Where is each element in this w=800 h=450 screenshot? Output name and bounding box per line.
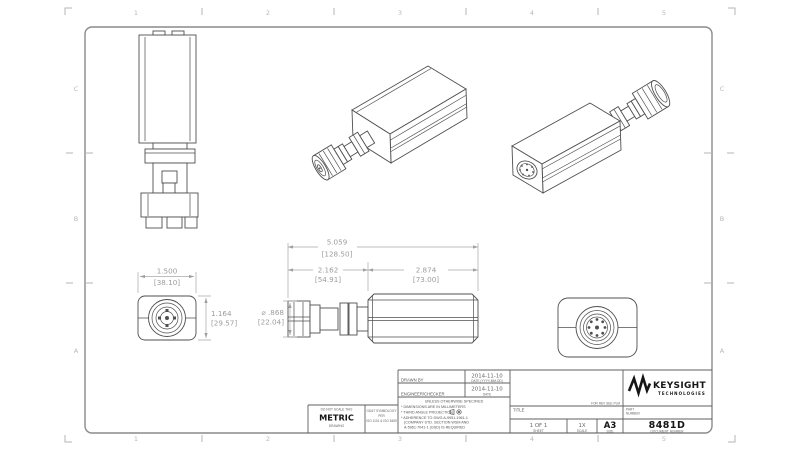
dim-front-mm: [54.91] bbox=[315, 275, 341, 284]
dim-body-mm: [73.00] bbox=[413, 275, 439, 284]
part-number-label-1: PART bbox=[626, 408, 634, 412]
dim-width-inch: 1.500 bbox=[157, 267, 178, 276]
document-number-label: DOCUMENT NUMBER bbox=[650, 429, 684, 433]
grid-references: 1 2 3 4 5 1 2 3 4 5 C B A C B A bbox=[74, 9, 725, 443]
dim-connector-dia-mm: [22.04] bbox=[258, 318, 284, 327]
gdt-line3: ISO 1101 & ISO 5459 bbox=[366, 419, 397, 423]
gdt-line2: PER bbox=[378, 414, 385, 418]
engineer-date-label: DATE bbox=[483, 393, 491, 397]
zone-ticks bbox=[66, 8, 734, 442]
front-view-vertical bbox=[138, 30, 199, 229]
scale-label: SCALE bbox=[577, 429, 587, 433]
grid-row-label: B bbox=[74, 215, 78, 223]
iso-view-connector-end bbox=[311, 65, 468, 181]
trim-mark-top-right bbox=[728, 7, 736, 15]
grid-col-label: 2 bbox=[266, 9, 270, 17]
do-not-scale-bottom: DRAWING bbox=[329, 424, 345, 428]
rev-note: FOR REV SEE PLM bbox=[591, 402, 620, 406]
keysight-spark-icon bbox=[627, 372, 652, 398]
size-label: SIZE bbox=[606, 429, 613, 433]
size-value: A3 bbox=[604, 421, 617, 431]
brand-name: KEYSIGHT bbox=[653, 381, 706, 391]
grid-col-label: 1 bbox=[134, 435, 138, 443]
dim-overall-inch: 5.059 bbox=[327, 238, 348, 247]
dim-front-inch: 2.162 bbox=[318, 266, 339, 275]
sheet-frame bbox=[64, 7, 736, 443]
end-view-connector-face bbox=[137, 295, 197, 341]
gdt-line1: GD&T SYMBOLOGY bbox=[366, 409, 397, 413]
dim-overall-mm: [128.50] bbox=[322, 250, 353, 259]
engineer-date: 2014-11-10 bbox=[471, 387, 503, 393]
grid-row-label: A bbox=[720, 347, 725, 355]
dimensions: 1.500 [38.10] 1.164 [29.57] ⌀ .868 [22.0… bbox=[137, 238, 479, 341]
note-adherence-3: A-5961-7041-1 (GSD) IS REQUIRED bbox=[404, 425, 465, 429]
brand-sub: TECHNOLOGIES bbox=[658, 391, 706, 396]
dim-height-inch: 1.164 bbox=[211, 309, 232, 318]
iso-n-connector bbox=[311, 130, 376, 181]
dim-width-mm: [38.10] bbox=[154, 278, 180, 287]
grid-col-label: 3 bbox=[398, 9, 402, 17]
trim-mark-bottom-right bbox=[728, 435, 736, 443]
drawn-by-date: 2014-11-10 bbox=[471, 374, 503, 380]
gdt-box: GD&T SYMBOLOGY PER ISO 1101 & ISO 5459 bbox=[366, 409, 397, 423]
inner-border bbox=[84, 26, 713, 434]
dim-connector-dia-inch: ⌀ .868 bbox=[261, 308, 284, 317]
iso-view-rear-end bbox=[511, 80, 671, 194]
note-adherence-1: * ADHERENCE TO DWG A-9951-1961-1 bbox=[401, 416, 468, 420]
note-dimensions: * DIMENSIONS ARE IN MILLIMETERS bbox=[401, 405, 466, 409]
grid-row-label: A bbox=[74, 347, 79, 355]
notes: UNLESS OTHERWISE SPECIFIED * DIMENSIONS … bbox=[401, 400, 484, 430]
sheet-label: SHEET bbox=[533, 429, 544, 433]
rear-face-pins bbox=[587, 318, 607, 337]
note-projection: * THIRD ANGLE PROJECTION bbox=[401, 411, 453, 415]
grid-row-label: C bbox=[720, 85, 725, 93]
dim-height-mm: [29.57] bbox=[211, 319, 237, 328]
trim-mark-bottom-left bbox=[64, 435, 72, 443]
grid-col-label: 4 bbox=[530, 9, 534, 17]
connector-face-pins bbox=[158, 309, 176, 327]
grid-col-label: 2 bbox=[266, 435, 270, 443]
drawn-by-label: DRAWN BY bbox=[401, 378, 424, 383]
end-view-rear-face bbox=[557, 297, 638, 358]
note-adherence-2: (COMPANY STD. SECTION WSM AND bbox=[404, 421, 469, 425]
notes-header: UNLESS OTHERWISE SPECIFIED bbox=[425, 400, 484, 404]
scale-value: 1X bbox=[578, 423, 585, 429]
title-label: TITLE bbox=[513, 408, 525, 413]
grid-col-label: 5 bbox=[662, 9, 666, 17]
metric-label: METRIC bbox=[319, 413, 354, 423]
document-number: 8481D bbox=[649, 420, 686, 431]
engineer-label: ENGINEER/CHECKER bbox=[401, 392, 445, 397]
side-view bbox=[287, 293, 479, 344]
drawn-by-date-label: DATE (YYYY-MM-DD) bbox=[471, 379, 503, 383]
dim-body-inch: 2.874 bbox=[416, 266, 437, 275]
title-block-lines bbox=[307, 369, 712, 433]
grid-col-label: 5 bbox=[662, 435, 666, 443]
grid-col-label: 1 bbox=[134, 9, 138, 17]
part-number-label-2: NUMBER bbox=[626, 412, 641, 416]
keysight-logo: KEYSIGHT TECHNOLOGIES bbox=[627, 372, 706, 398]
sheet-value: 1 OF 1 bbox=[530, 423, 548, 429]
third-angle-projection-symbol bbox=[449, 409, 462, 415]
iso-rear-pins bbox=[519, 163, 534, 177]
trim-mark-top-left bbox=[64, 7, 72, 15]
grid-row-label: C bbox=[74, 85, 79, 93]
grid-col-label: 4 bbox=[530, 435, 534, 443]
do-not-scale-top: DO NOT SCALE THIS bbox=[321, 408, 353, 412]
metric-box: DO NOT SCALE THIS METRIC DRAWING bbox=[319, 408, 354, 429]
grid-row-label: B bbox=[720, 215, 724, 223]
grid-col-label: 3 bbox=[398, 435, 402, 443]
title-block: DRAWN BY 2014-11-10 DATE (YYYY-MM-DD) EN… bbox=[307, 369, 712, 433]
